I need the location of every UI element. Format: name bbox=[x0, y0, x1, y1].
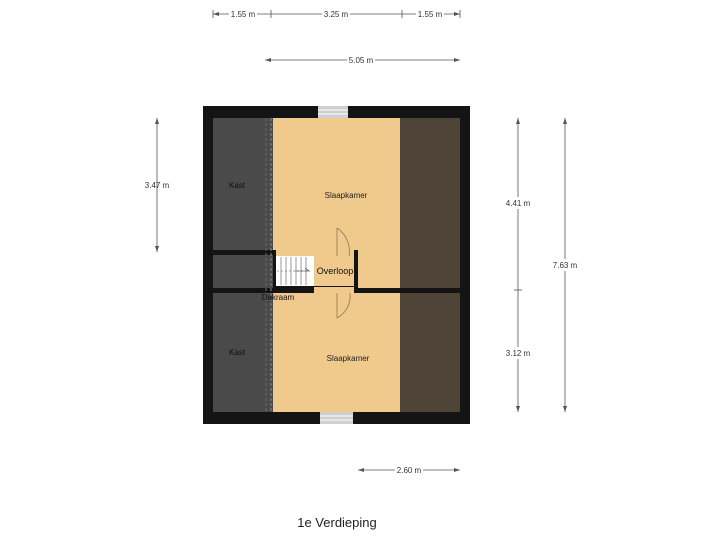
dim-right-total: 7.63 m bbox=[553, 261, 578, 270]
door-swings bbox=[336, 227, 351, 319]
building: Kast Slaapkamer Overloop Dakraam Kast Sl… bbox=[203, 106, 470, 424]
eaves-right-top bbox=[400, 118, 460, 290]
eaves-right-bottom bbox=[400, 293, 460, 412]
window-top bbox=[318, 106, 348, 118]
kast-bottom-area bbox=[213, 293, 273, 412]
slaapkamer-top-extension bbox=[357, 250, 400, 290]
floor-title: 1e Verdieping bbox=[297, 515, 377, 530]
window-bottom bbox=[320, 412, 353, 424]
dim-top-right: 1.55 m bbox=[418, 10, 443, 19]
dim-bottom: 2.60 m bbox=[397, 466, 422, 475]
kast-middle-area bbox=[213, 255, 273, 288]
dim-left-height: 3.47 m bbox=[145, 181, 170, 190]
kast-top-area bbox=[213, 118, 273, 250]
room-label-kast-top: Kast bbox=[229, 181, 246, 190]
staircase bbox=[277, 257, 310, 285]
slaapkamer-top-area bbox=[273, 118, 400, 250]
slaapkamer-bottom-area bbox=[273, 293, 400, 412]
dim-right-upper: 4.41 m bbox=[506, 199, 531, 208]
room-label-slaapkamer-top: Slaapkamer bbox=[325, 191, 368, 200]
dim-top-middle: 3.25 m bbox=[324, 10, 349, 19]
dim-top-left: 1.55 m bbox=[231, 10, 256, 19]
room-label-slaapkamer-bottom: Slaapkamer bbox=[327, 354, 370, 363]
room-label-kast-bottom: Kast bbox=[229, 348, 246, 357]
room-label-overloop: Overloop bbox=[317, 266, 354, 276]
dim-top-total: 5.05 m bbox=[349, 56, 374, 65]
room-label-dakraam: Dakraam bbox=[262, 293, 295, 302]
dim-right-lower: 3.12 m bbox=[506, 349, 531, 358]
overloop-area bbox=[314, 256, 354, 286]
